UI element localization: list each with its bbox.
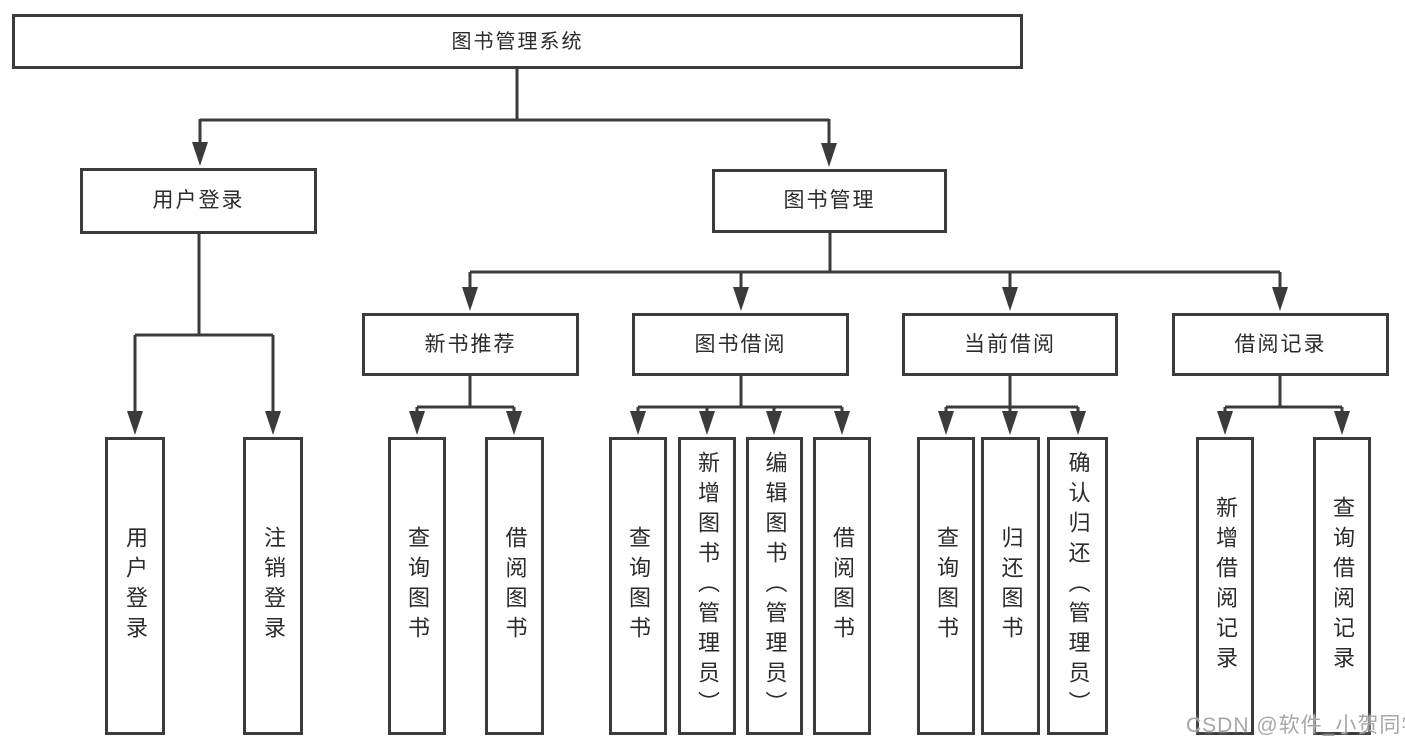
arrow-icon [506, 411, 522, 435]
arrow-icon [1002, 411, 1018, 435]
connector-root-to-level2 [198, 69, 831, 146]
node-label: 用户登录 [152, 189, 245, 213]
node-label: 图书管理 [783, 189, 876, 213]
node-label: 归还图书 [998, 526, 1024, 646]
leaf-confirm-return-admin: 确认归还（管理员） [1047, 437, 1108, 735]
connector-userlogin-to-leaves [133, 234, 275, 414]
node-label: 借阅图书 [830, 526, 855, 646]
node-label: 图书管理系统 [451, 30, 584, 53]
leaf-logout-login: 注销登录 [243, 437, 303, 735]
node-new-book-recommend: 新书推荐 [362, 313, 579, 376]
leaf-query-borrow-record: 查询借阅记录 [1313, 437, 1371, 735]
node-current-borrow: 当前借阅 [902, 313, 1118, 376]
arrowheads [127, 142, 1350, 435]
leaf-edit-books-admin: 编辑图书（管理员） [746, 437, 803, 735]
connector-borrowrecord-to-leaves [1223, 376, 1344, 414]
node-label: 查询图书 [934, 526, 959, 646]
node-book-management: 图书管理 [712, 169, 947, 233]
arrow-icon [1272, 287, 1288, 311]
arrow-icon [1334, 411, 1350, 435]
node-label: 确认归还（管理员） [1065, 451, 1091, 721]
connector-currentborrow-to-leaves [944, 376, 1080, 414]
connector-bookborrow-to-leaves [636, 376, 844, 414]
node-label: 新增图书（管理员） [695, 451, 720, 721]
node-label: 查询借阅记录 [1330, 496, 1355, 676]
node-book-borrow: 图书借阅 [632, 313, 849, 376]
leaf-add-borrow-record: 新增借阅记录 [1196, 437, 1254, 735]
connector-bookmgmt-to-level3 [468, 232, 1282, 290]
arrow-icon [821, 143, 837, 167]
node-label: 借阅图书 [502, 526, 528, 646]
arrow-icon [1070, 411, 1086, 435]
watermark: CSDN @软件_小贺同学 [1186, 714, 1405, 737]
leaf-return-books: 归还图书 [981, 437, 1040, 735]
node-label: 借阅记录 [1234, 332, 1327, 356]
arrow-icon [630, 411, 646, 435]
leaf-borrow-books: 借阅图书 [813, 437, 871, 735]
arrow-icon [192, 142, 208, 166]
arrow-icon [834, 411, 850, 435]
arrow-icon [265, 411, 281, 435]
connector-newbook-to-leaves [415, 376, 516, 414]
node-label: 新增借阅记录 [1213, 496, 1238, 676]
node-user-login: 用户登录 [80, 168, 317, 234]
node-label: 当前借阅 [964, 332, 1056, 356]
leaf-query-books-current: 查询图书 [917, 437, 975, 735]
arrow-icon [766, 411, 782, 435]
arrow-icon [409, 411, 425, 435]
node-book-management-system: 图书管理系统 [12, 14, 1023, 69]
arrow-icon [733, 287, 749, 311]
arrow-icon [938, 411, 954, 435]
node-label: 查询图书 [405, 526, 430, 646]
arrow-icon [1217, 411, 1233, 435]
leaf-query-books-recommend: 查询图书 [388, 437, 446, 735]
node-label: 编辑图书（管理员） [762, 451, 788, 721]
node-label: 查询图书 [626, 526, 651, 646]
arrow-icon [1002, 287, 1018, 311]
node-label: 图书借阅 [694, 332, 787, 356]
leaf-query-books-borrow: 查询图书 [609, 437, 667, 735]
arrow-icon [127, 411, 143, 435]
leaf-add-books-admin: 新增图书（管理员） [678, 437, 736, 735]
node-borrow-records: 借阅记录 [1172, 313, 1389, 376]
leaf-borrow-books-recommend: 借阅图书 [485, 437, 544, 735]
node-label: 新书推荐 [424, 332, 517, 356]
leaf-user-login: 用户登录 [105, 437, 165, 735]
node-label: 注销登录 [261, 526, 286, 646]
arrow-icon [699, 411, 715, 435]
arrow-icon [462, 287, 478, 311]
node-label: 用户登录 [123, 526, 148, 646]
